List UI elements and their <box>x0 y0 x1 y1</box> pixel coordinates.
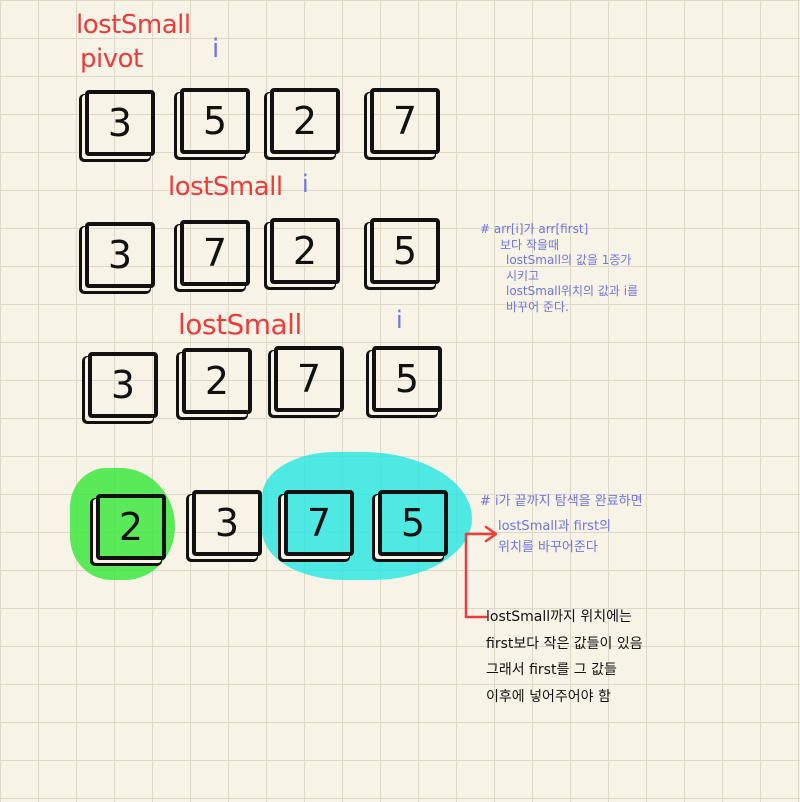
row2-lastsmall-label: lostSmall <box>168 172 283 202</box>
row1-pivot-label: pivot <box>80 44 143 74</box>
cyan-highlight <box>262 452 472 580</box>
row3-lastsmall-label: lostSmall <box>178 308 302 341</box>
note3-line: 그래서 first를 그 값들 <box>486 662 617 679</box>
note1-line: 바꾸어 준다. <box>506 299 569 314</box>
note-swap-rule: # arr[i]가 arr[first] 보다 작을때 lostSmall의 값… <box>480 222 638 316</box>
row3-cell-0: 3 <box>88 352 158 418</box>
row1-cell-2: 2 <box>270 88 340 154</box>
row1-cell-1: 5 <box>180 88 250 154</box>
note2-line: 위치를 바꾸어준다 <box>498 539 598 555</box>
note2-line: # i가 끝까지 탐색을 완료하면 <box>480 494 643 509</box>
note3-line: lostSmall까지 위치에는 <box>486 609 632 625</box>
note1-line: lostSmall위치의 값과 i를 <box>506 284 639 299</box>
note1-line: 시키고 <box>506 268 540 283</box>
note1-line: lostSmall의 값을 1증가 <box>506 253 632 268</box>
note3-line: 이후에 넣어주어야 함 <box>486 688 611 705</box>
row1-lastsmall-label: lostSmall <box>76 10 191 40</box>
row1-cell-3: 7 <box>370 88 440 154</box>
note2-line: lostSmall과 first의 <box>498 518 611 534</box>
row1-i-label: i <box>212 34 220 64</box>
green-highlight <box>70 468 175 580</box>
note1-line: 보다 작을때 <box>500 237 560 252</box>
row2-i-label: i <box>302 170 309 198</box>
note-final-swap: # i가 끝까지 탐색을 완료하면 lostSmall과 first의 위치를 … <box>480 494 643 557</box>
row3-cell-1: 2 <box>182 348 252 414</box>
row1-cell-0: 3 <box>85 90 155 156</box>
row3-i-label: i <box>396 306 403 334</box>
row2-cell-2: 2 <box>270 218 340 284</box>
note1-line: # arr[i]가 arr[first] <box>480 222 589 236</box>
row4-cell-3: 5 <box>378 490 448 556</box>
row2-cell-1: 7 <box>180 220 250 286</box>
note-explanation: lostSmall까지 위치에는 first보다 작은 값들이 있음 그래서 f… <box>486 604 643 710</box>
row4-cell-0: 2 <box>96 494 166 560</box>
arrow-icon <box>464 525 498 619</box>
row3-cell-2: 7 <box>274 346 344 412</box>
note3-line: first보다 작은 값들이 있음 <box>486 635 643 652</box>
row4-cell-1: 3 <box>192 490 262 556</box>
row3-cell-3: 5 <box>372 346 442 412</box>
row2-cell-3: 5 <box>370 218 440 284</box>
row4-cell-2: 7 <box>284 490 354 556</box>
row2-cell-0: 3 <box>85 222 155 288</box>
